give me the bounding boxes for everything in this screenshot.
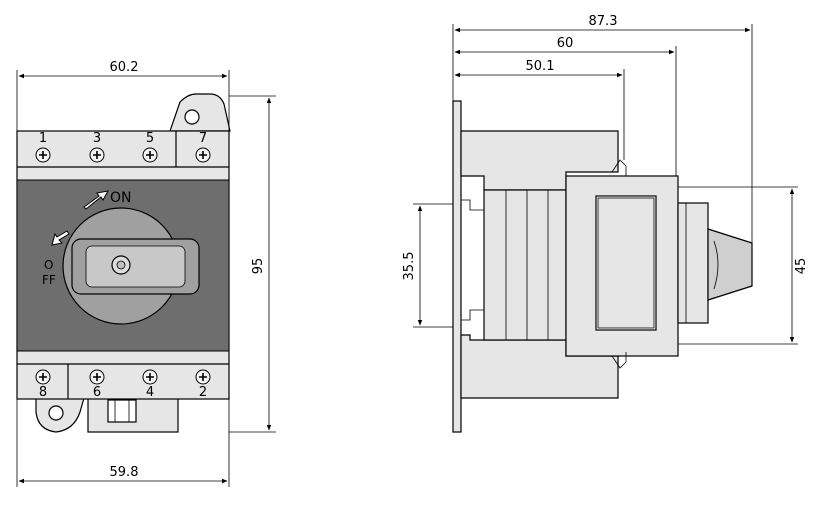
top-mount-hole bbox=[184, 109, 200, 125]
terminal-label-3: 3 bbox=[93, 131, 101, 146]
off-label-o: O bbox=[44, 258, 53, 272]
dim-overall-depth: 87.3 bbox=[589, 14, 618, 29]
mounting-plate bbox=[452, 100, 462, 433]
dim-depth-50: 50.1 bbox=[526, 59, 555, 74]
terminal-screw-icon bbox=[89, 147, 105, 163]
terminal-label-6: 6 bbox=[93, 385, 101, 400]
terminal-screw-icon bbox=[195, 369, 211, 385]
terminal-label-8: 8 bbox=[39, 385, 47, 400]
side-latch-bottom bbox=[611, 352, 627, 369]
heat-fins bbox=[483, 189, 567, 341]
terminal-label-5: 5 bbox=[146, 131, 154, 146]
din-clip-slot bbox=[107, 399, 137, 423]
on-label: ON bbox=[110, 190, 132, 206]
off-label-ff: FF bbox=[42, 273, 56, 287]
terminal-label-1: 1 bbox=[39, 131, 47, 146]
side-view: 87.3 60 50.1 35.5 45 bbox=[402, 14, 809, 433]
terminal-screw-icon bbox=[35, 147, 51, 163]
terminal-screw-icon bbox=[195, 147, 211, 163]
dim-height: 95 bbox=[251, 258, 266, 275]
din-rail-notch bbox=[461, 199, 484, 211]
terminal-screw-icon bbox=[142, 369, 158, 385]
terminal-screw-icon bbox=[142, 147, 158, 163]
dim-rail-height: 35.5 bbox=[402, 252, 417, 281]
dim-front-height: 45 bbox=[794, 258, 809, 275]
terminal-screw-icon bbox=[35, 369, 51, 385]
dim-top-width: 60.2 bbox=[110, 60, 139, 75]
on-arrow-icon bbox=[83, 190, 109, 210]
knob-stem bbox=[677, 202, 709, 324]
terminal-label-7: 7 bbox=[199, 131, 207, 146]
terminal-label-2: 2 bbox=[199, 385, 207, 400]
bottom-mount-hole bbox=[48, 405, 64, 421]
top-mounting-ear bbox=[169, 93, 231, 132]
front-view: ON O FF 1 3 5 7 8 6 4 2 60.2 59.8 95 bbox=[16, 60, 276, 487]
dim-depth-60: 60 bbox=[557, 36, 574, 51]
terminal-screw-icon bbox=[89, 369, 105, 385]
side-latch-top bbox=[611, 159, 627, 176]
off-arrow-icon bbox=[51, 230, 70, 246]
dim-bottom-width: 59.8 bbox=[110, 465, 139, 480]
knob-handle-side bbox=[707, 228, 753, 301]
terminal-label-4: 4 bbox=[146, 385, 154, 400]
